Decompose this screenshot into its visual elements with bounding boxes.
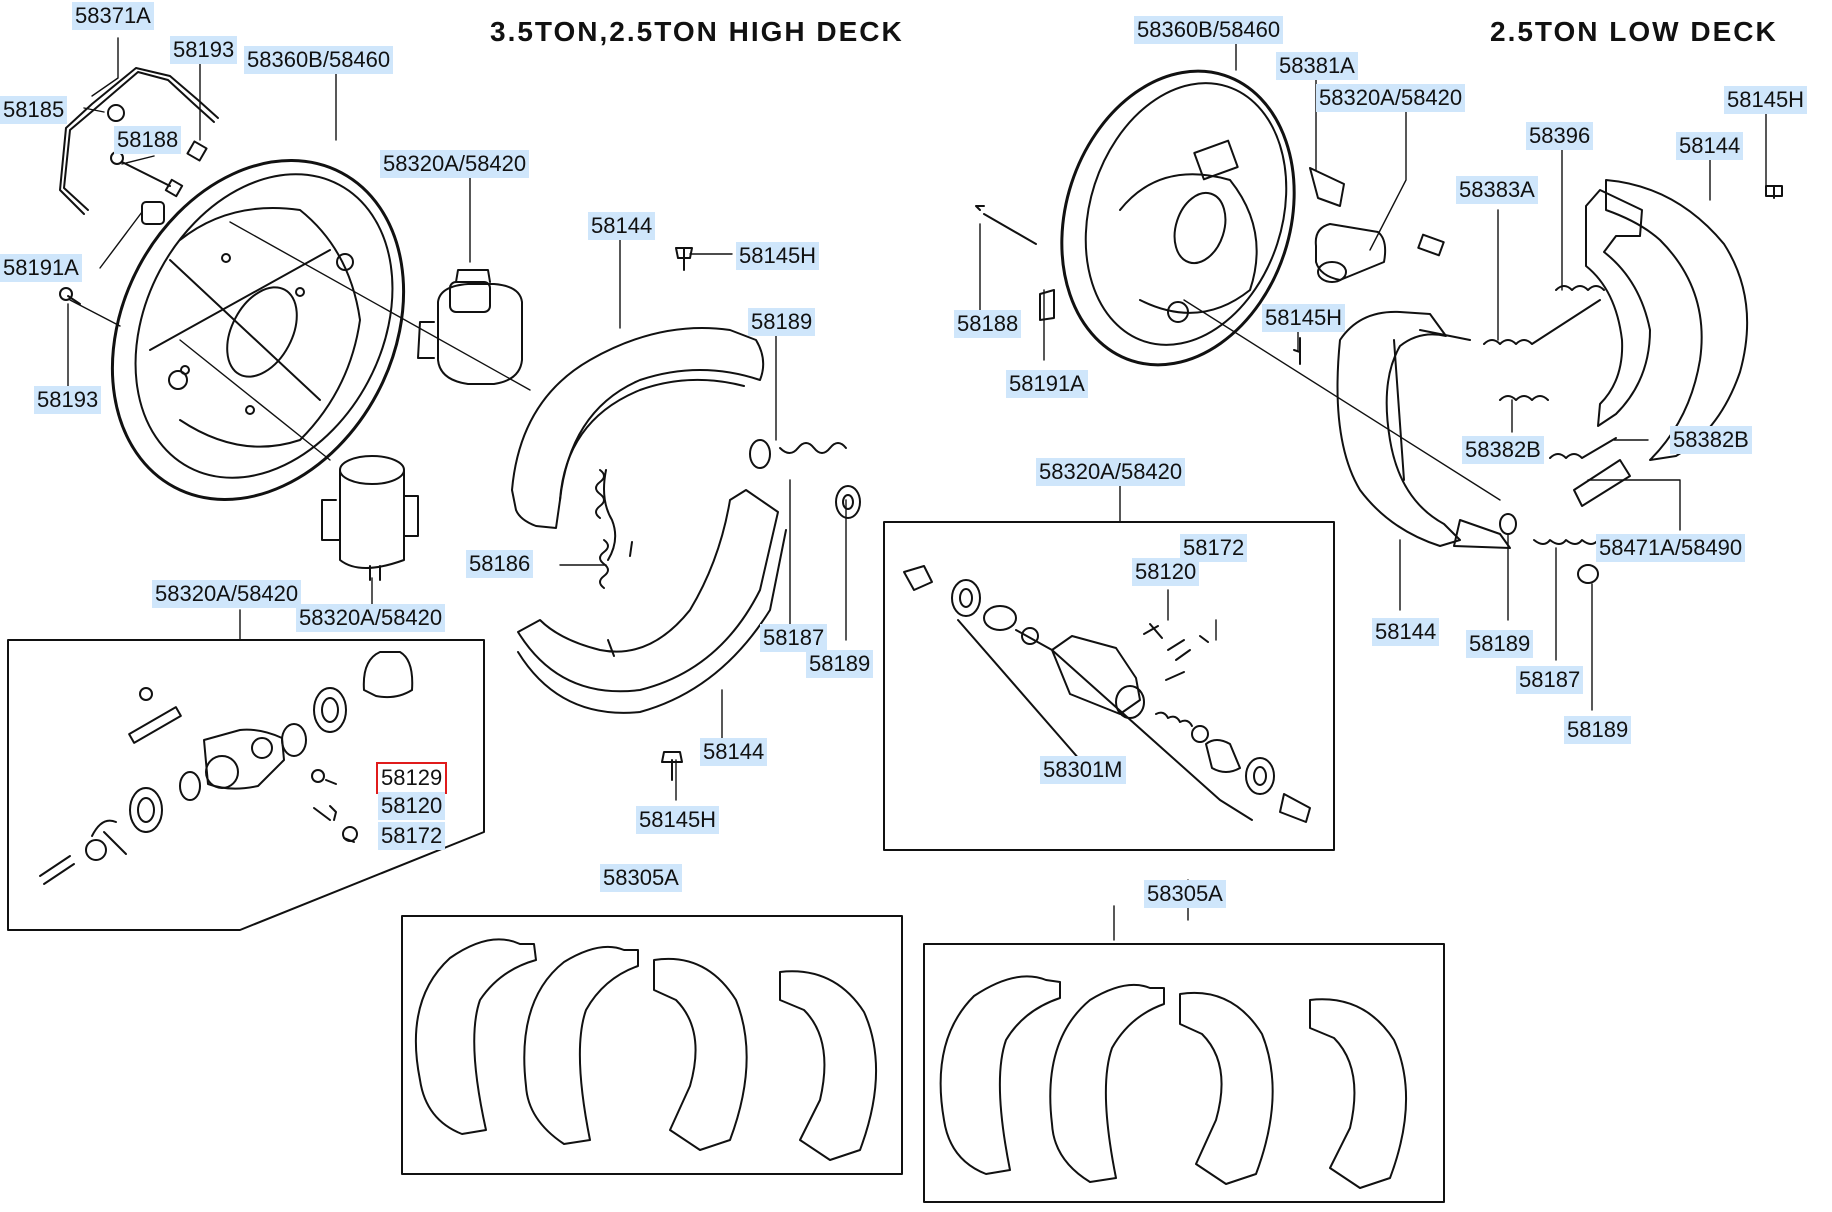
part-label-58145H[interactable]: 58145H xyxy=(636,806,720,834)
backing-plate-right xyxy=(1060,69,1296,367)
brake-shoe-lower-center xyxy=(517,489,787,714)
part-label-58129-highlighted[interactable]: 58129 xyxy=(375,762,448,794)
heading-high-deck: 3.5TON,2.5TON HIGH DECK xyxy=(490,16,904,47)
part-label-58396[interactable]: 58396 xyxy=(1526,122,1594,150)
part-label-58191A[interactable]: 58191A xyxy=(1006,370,1088,398)
part-label-58320A-58420[interactable]: 58320A/58420 xyxy=(152,580,302,608)
heading-low-deck: 2.5TON LOW DECK xyxy=(1490,16,1778,47)
detail-box-left xyxy=(7,639,485,931)
part-label-58360B-58460[interactable]: 58360B/58460 xyxy=(1134,16,1284,44)
part-label-58186[interactable]: 58186 xyxy=(466,550,534,578)
part-label-58320A-58420[interactable]: 58320A/58420 xyxy=(380,150,530,178)
part-label-58188[interactable]: 58188 xyxy=(114,126,182,154)
part-label-58471A-58490[interactable]: 58471A/58490 xyxy=(1596,534,1746,562)
part-label-58189[interactable]: 58189 xyxy=(806,650,874,678)
part-label-58191A[interactable]: 58191A xyxy=(0,254,82,282)
part-label-58320A-58420[interactable]: 58320A/58420 xyxy=(296,604,446,632)
part-label-58185[interactable]: 58185 xyxy=(0,96,68,124)
brake-pipe xyxy=(59,67,219,305)
part-label-58145H[interactable]: 58145H xyxy=(1262,304,1346,332)
detail-box-right xyxy=(883,521,1335,851)
leader-lines-right xyxy=(979,43,1767,941)
part-label-58320A-58420[interactable]: 58320A/58420 xyxy=(1036,458,1186,486)
shoe-kit-box-left xyxy=(401,915,903,1175)
parts-upper-right xyxy=(975,167,1445,365)
part-label-58189[interactable]: 58189 xyxy=(1466,630,1534,658)
part-label-58144[interactable]: 58144 xyxy=(1372,618,1440,646)
part-label-58144[interactable]: 58144 xyxy=(700,738,768,766)
part-label-58188[interactable]: 58188 xyxy=(954,310,1022,338)
part-label-58144[interactable]: 58144 xyxy=(588,212,656,240)
part-label-58382B[interactable]: 58382B xyxy=(1462,436,1544,464)
part-label-58193[interactable]: 58193 xyxy=(170,36,238,64)
part-label-58305A[interactable]: 58305A xyxy=(600,864,682,892)
part-label-58120[interactable]: 58120 xyxy=(378,792,446,820)
shoe-kit-box-right xyxy=(923,943,1445,1203)
part-label-58187[interactable]: 58187 xyxy=(1516,666,1584,694)
part-label-58371A[interactable]: 58371A xyxy=(72,2,154,30)
part-label-58301M[interactable]: 58301M xyxy=(1040,756,1126,784)
brake-shoe-right-large xyxy=(1336,310,1511,549)
part-label-58172[interactable]: 58172 xyxy=(378,822,446,850)
part-label-58189[interactable]: 58189 xyxy=(1564,716,1632,744)
part-label-58145H[interactable]: 58145H xyxy=(1724,86,1808,114)
brake-shoe-upper-center xyxy=(511,327,765,529)
brake-shoe-right-upper xyxy=(1585,179,1749,461)
wheel-cylinder-upper-left xyxy=(417,269,523,385)
springs-right xyxy=(1483,185,1783,584)
leader-lines-left xyxy=(67,37,847,801)
part-label-58381A[interactable]: 58381A xyxy=(1276,52,1358,80)
part-label-58320A-58420[interactable]: 58320A/58420 xyxy=(1316,84,1466,112)
part-label-58189[interactable]: 58189 xyxy=(748,308,816,336)
part-label-58172[interactable]: 58172 xyxy=(1180,534,1248,562)
part-label-58382B[interactable]: 58382B xyxy=(1670,426,1752,454)
backing-plate-left xyxy=(110,159,406,501)
part-label-58360B-58460[interactable]: 58360B/58460 xyxy=(244,46,394,74)
part-label-58305A[interactable]: 58305A xyxy=(1144,880,1226,908)
wheel-cylinder-lower-left xyxy=(321,455,419,581)
part-label-58145H[interactable]: 58145H xyxy=(736,242,820,270)
part-label-58144[interactable]: 58144 xyxy=(1676,132,1744,160)
part-label-58187[interactable]: 58187 xyxy=(760,624,828,652)
spring-and-pins-center xyxy=(595,247,861,781)
part-label-58383A[interactable]: 58383A xyxy=(1456,176,1538,204)
part-label-58120[interactable]: 58120 xyxy=(1132,558,1200,586)
part-label-58193[interactable]: 58193 xyxy=(34,386,102,414)
